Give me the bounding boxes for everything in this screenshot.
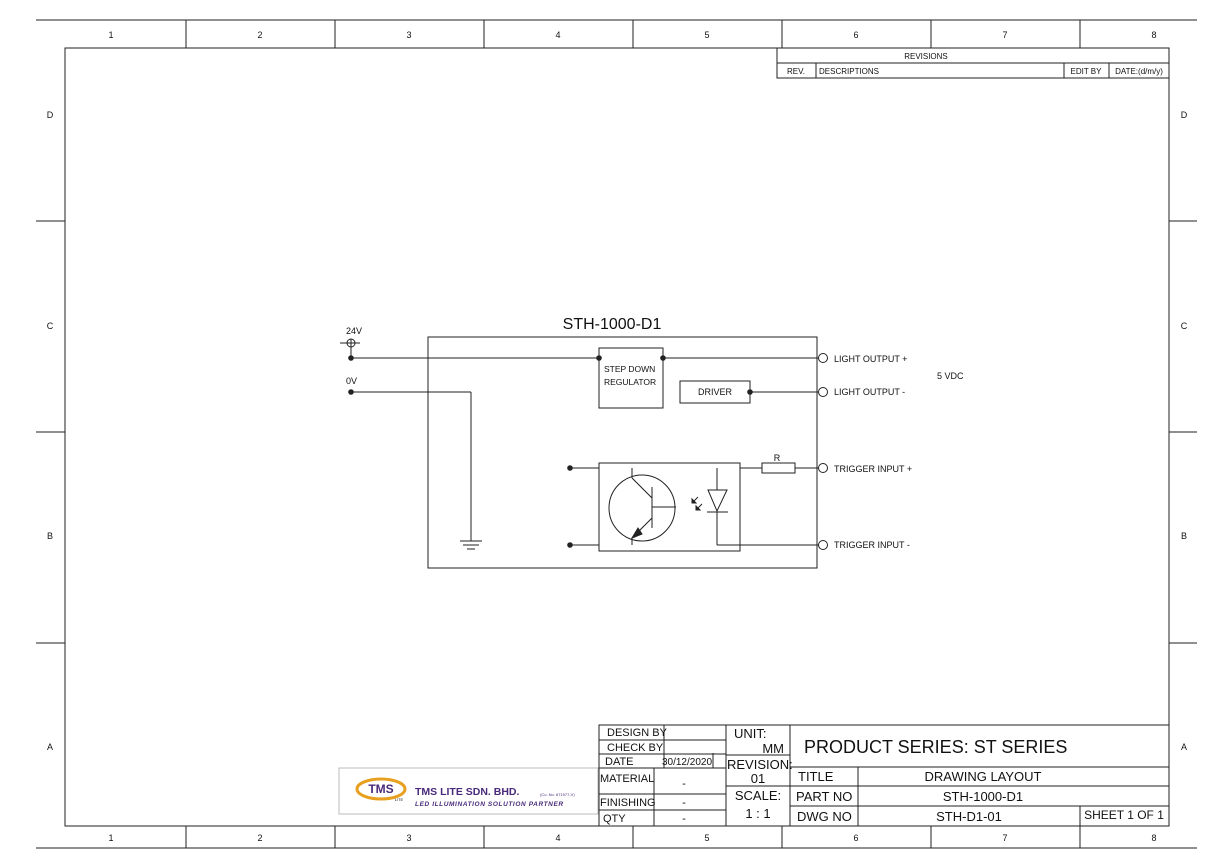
scale-value: 1 : 1 xyxy=(745,806,770,821)
module-outline xyxy=(427,336,818,569)
step-down-regulator-block xyxy=(598,347,664,409)
product-series: PRODUCT SERIES: ST SERIES xyxy=(804,737,1067,757)
col-label-top: 2 xyxy=(257,30,262,40)
row-label-left: C xyxy=(47,321,54,331)
date-label: DATE xyxy=(605,756,634,768)
supply-24v-label: 24V xyxy=(346,326,362,336)
row-label-right: B xyxy=(1181,531,1187,541)
terminal-icon xyxy=(818,387,828,397)
qty-label: QTY xyxy=(603,813,626,825)
revision-value: 01 xyxy=(751,771,765,786)
company-reg: (Co. No. 671977-V) xyxy=(540,792,575,797)
row-label-left: A xyxy=(47,742,53,752)
title-value: DRAWING LAYOUT xyxy=(924,769,1041,784)
finishing-value: - xyxy=(682,797,686,809)
col-label-top: 8 xyxy=(1151,30,1156,40)
row-label-right: D xyxy=(1181,110,1188,120)
col-label-bottom: 7 xyxy=(1002,833,1007,843)
phototransistor-icon xyxy=(608,474,676,542)
step-down-label-line2: REGULATOR xyxy=(604,377,656,387)
col-label-top: 5 xyxy=(704,30,709,40)
qty-value: - xyxy=(682,813,686,825)
scale-label: SCALE: xyxy=(735,788,781,803)
logo-sub: LITE xyxy=(395,797,404,802)
col-label-bottom: 1 xyxy=(108,833,113,843)
terminal-icon xyxy=(818,463,828,473)
col-label-bottom: 8 xyxy=(1151,833,1156,843)
junction-dots xyxy=(348,355,753,548)
check-by-label: CHECK BY xyxy=(607,742,664,754)
revisions-edit-by-header: EDIT BY xyxy=(1071,67,1103,76)
finishing-label: FINISHING xyxy=(600,797,656,809)
dwg-no-value: STH-D1-01 xyxy=(936,809,1002,824)
dwg-no-label: DWG NO xyxy=(797,809,852,824)
col-label-top: 7 xyxy=(1002,30,1007,40)
material-label: MATERIAL xyxy=(600,773,654,785)
row-label-left: B xyxy=(47,531,53,541)
row-label-right: C xyxy=(1181,321,1188,331)
title-label: TITLE xyxy=(798,769,834,784)
part-no-value: STH-1000-D1 xyxy=(943,789,1023,804)
row-label-left: D xyxy=(47,110,54,120)
col-label-top: 3 xyxy=(406,30,411,40)
ground-icon xyxy=(460,540,482,550)
revisions-descriptions-header: DESCRIPTIONS xyxy=(819,67,879,76)
resistor-icon xyxy=(761,462,796,474)
unit-label: UNIT: xyxy=(734,726,767,741)
sheet-number: SHEET 1 OF 1 xyxy=(1084,808,1164,822)
col-label-bottom: 5 xyxy=(704,833,709,843)
revisions-date-header: DATE:(d/m/y) xyxy=(1115,67,1163,76)
schematic-title: STH-1000-D1 xyxy=(563,316,662,333)
company-logo: TMS LITE xyxy=(355,777,407,802)
date-value: 30/12/2020 xyxy=(662,757,712,768)
supply-0v-label: 0V xyxy=(346,376,357,386)
col-label-bottom: 2 xyxy=(257,833,262,843)
row-label-right: A xyxy=(1181,742,1187,752)
light-arrows-icon xyxy=(691,496,703,511)
trigger-input-minus-label: TRIGGER INPUT - xyxy=(834,540,910,550)
logo-text: TMS xyxy=(368,782,393,796)
revisions-title: REVISIONS xyxy=(904,52,948,61)
col-label-bottom: 3 xyxy=(406,833,411,843)
light-output-minus-label: LIGHT OUTPUT - xyxy=(834,387,905,397)
zone-ticks xyxy=(36,20,1197,848)
col-label-top: 4 xyxy=(555,30,560,40)
revisions-rev-header: REV. xyxy=(787,67,805,76)
vdc-note: 5 VDC xyxy=(937,371,964,381)
driver-label: DRIVER xyxy=(698,387,733,397)
light-output-plus-label: LIGHT OUTPUT + xyxy=(834,354,907,364)
material-value: - xyxy=(682,778,686,790)
company-name: TMS LITE SDN. BHD. xyxy=(415,786,519,798)
trigger-input-plus-label: TRIGGER INPUT + xyxy=(834,464,912,474)
step-down-label-line1: STEP DOWN xyxy=(604,364,655,374)
led-diode-icon xyxy=(707,468,728,545)
schematic xyxy=(340,336,828,569)
revisions-table: REVISIONS REV. DESCRIPTIONS EDIT BY DATE… xyxy=(776,47,1170,79)
col-label-bottom: 4 xyxy=(555,833,560,843)
company-block: TMS LITE TMS LITE SDN. BHD. (Co. No. 671… xyxy=(338,767,599,815)
title-block xyxy=(598,724,1170,827)
company-tagline: LED ILLUMINATION SOLUTION PARTNER xyxy=(415,801,564,808)
col-label-top: 6 xyxy=(853,30,858,40)
unit-value: MM xyxy=(762,741,784,756)
terminal-icon xyxy=(818,540,828,550)
optocoupler-block xyxy=(598,462,741,552)
col-label-bottom: 6 xyxy=(853,833,858,843)
resistor-label: R xyxy=(774,453,781,463)
design-by-label: DESIGN BY xyxy=(607,727,668,739)
part-no-label: PART NO xyxy=(796,789,852,804)
col-label-top: 1 xyxy=(108,30,113,40)
revision-label: REVISION: xyxy=(727,757,793,772)
terminal-icon xyxy=(818,353,828,363)
sheet-frame xyxy=(36,19,1197,849)
